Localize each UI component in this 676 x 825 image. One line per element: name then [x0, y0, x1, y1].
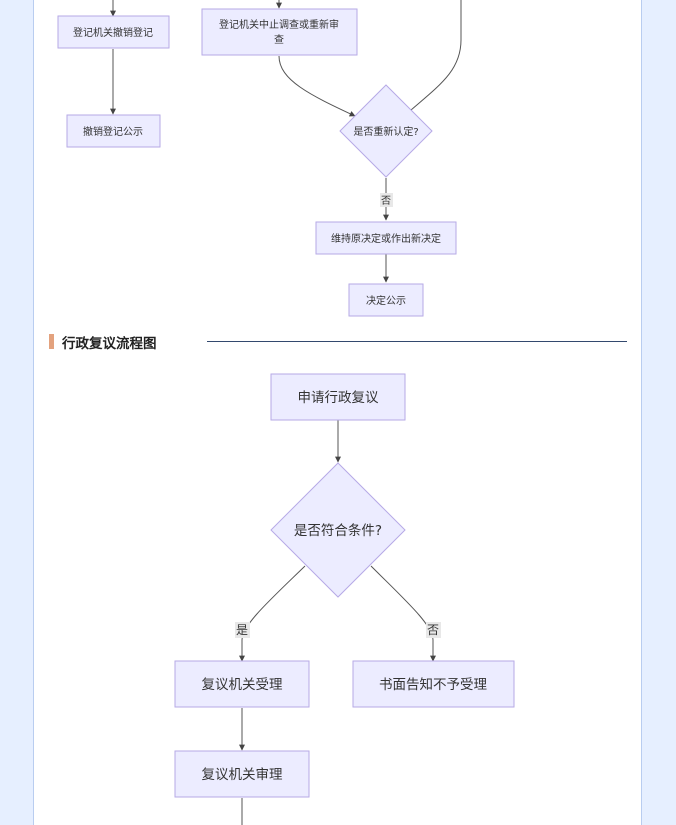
node-revoke-registration-label: 登记机关撤销登记 [73, 26, 153, 39]
decision-re-determine: 是否重新认定? [339, 84, 433, 178]
decision-meets-conditions-label: 是否符合条件? [294, 522, 382, 539]
edge-label-no-2-text: 否 [427, 623, 439, 637]
node-accept: 复议机关受理 [174, 660, 310, 708]
node-review: 复议机关审理 [174, 750, 310, 798]
edge-conditions-yes [239, 565, 306, 662]
node-decision-notice-label: 决定公示 [366, 294, 406, 307]
node-revoke-notice-label: 撤销登记公示 [83, 125, 143, 138]
decision-meets-conditions: 是否符合条件? [270, 462, 406, 598]
node-apply: 申请行政复议 [270, 373, 406, 421]
node-stop-or-review-label-2: 查 [274, 33, 284, 46]
node-apply-label: 申请行政复议 [298, 389, 379, 406]
edge-label-yes-text: 是 [236, 623, 248, 637]
section-divider [207, 341, 627, 342]
node-revoke-notice: 撤销登记公示 [66, 114, 161, 148]
decision-re-determine-label: 是否重新认定? [353, 125, 418, 138]
section-title: 行政复议流程图 [62, 336, 157, 352]
node-keep-or-new-label: 维持原决定或作出新决定 [331, 232, 441, 245]
node-revoke-registration: 登记机关撤销登记 [57, 15, 170, 49]
node-reject-notice-label: 书面告知不予受理 [379, 676, 487, 693]
node-reject-notice: 书面告知不予受理 [352, 660, 515, 708]
edge-label-yes: 是 [235, 622, 250, 638]
node-accept-label: 复议机关受理 [202, 676, 283, 693]
edge-stop-review-to-redetermine [278, 55, 356, 117]
node-review-label: 复议机关审理 [202, 766, 283, 783]
edge-redetermine-loop-up [410, 0, 462, 111]
node-keep-or-new: 维持原决定或作出新决定 [315, 221, 457, 255]
edge-label-no-1: 否 [380, 193, 393, 207]
edge-label-no-2: 否 [426, 622, 441, 638]
node-stop-or-review: 登记机关中止调查或重新审 查 [201, 8, 358, 56]
node-stop-or-review-label-1: 登记机关中止调查或重新审 [219, 18, 339, 31]
section-accent-bar [49, 334, 54, 349]
edge-conditions-no [370, 565, 436, 662]
edge-label-no-1-text: 否 [381, 195, 391, 207]
node-decision-notice: 决定公示 [348, 283, 424, 317]
